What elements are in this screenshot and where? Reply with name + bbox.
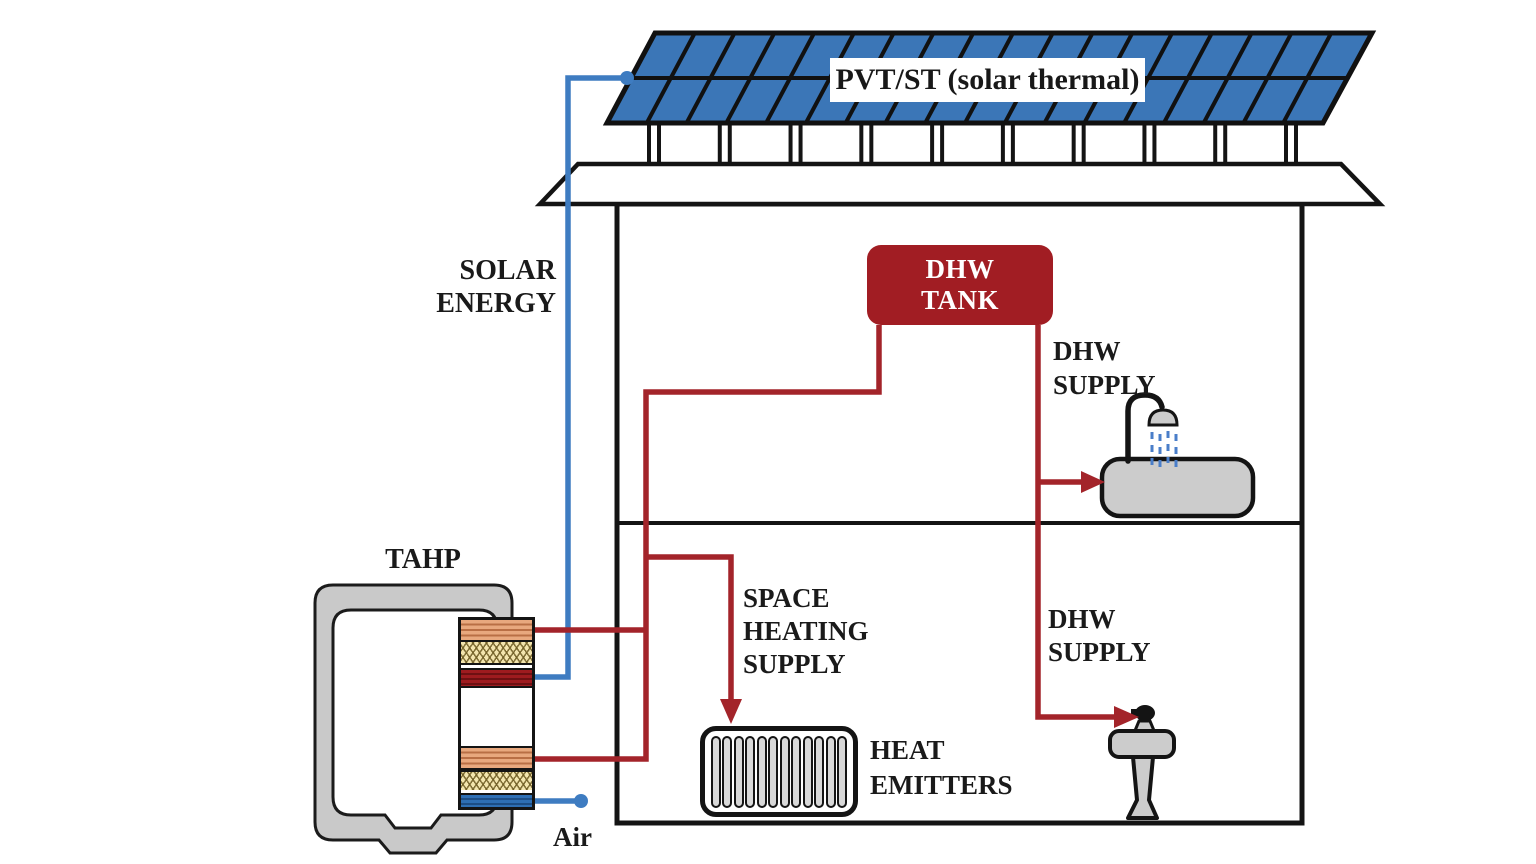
radiator-bar [756,735,767,808]
radiator-bar [710,735,721,808]
pipe-node-solar [620,71,634,85]
solar-array-label: PVT/ST (solar thermal) [830,58,1145,102]
space-heating-supply-label: SPACE HEATING SUPPLY [743,583,869,679]
pipe-tahp-to-dhw-tank [533,325,882,762]
arrow-to-sink [1114,706,1139,728]
tahp-warm-heat-exchanger [461,746,532,770]
tahp-stack [458,617,535,810]
radiator-bar [837,735,848,808]
radiator-bar [814,735,825,808]
bathtub-icon [1099,456,1256,519]
pipe-solar-energy [533,75,627,680]
tahp-label: TAHP [385,544,461,575]
solar-energy-label: SOLAR ENERGY [436,255,556,319]
radiator-bar [768,735,779,808]
heat-emitter-radiator-icon [700,726,858,817]
shower-icon [1125,392,1179,464]
radiator-bar [722,735,733,808]
radiator-bar [745,735,756,808]
pipe-node-air [574,794,588,808]
panel-supports [647,121,1298,166]
radiator-bar [791,735,802,808]
tahp-cold-heat-exchanger [461,793,532,807]
sink-icon [1108,705,1176,820]
arrow-to-bathtub [1081,471,1105,493]
tahp-solar-heat-exchanger [461,668,532,688]
dhw-tank-label-line2: TANK [920,285,999,315]
heat-emitters-label: HEAT EMITTERS [870,735,1013,800]
pipe-dhw-supply-main [1035,325,1114,720]
dhw-tank: DHW TANK [867,245,1053,325]
roof [534,161,1386,207]
solar-array-label-text: PVT/ST (solar thermal) [835,63,1140,96]
tahp-regenerator-top [461,642,532,665]
dhw-tank-label-line1: DHW [925,254,995,284]
dhw-supply-upper-label: DHW SUPPLY [1053,336,1156,400]
tahp-regenerator-bottom [461,770,532,790]
arrow-to-heat-emitters [720,699,742,724]
air-label: Air [553,822,592,852]
radiator-bar [802,735,813,808]
radiator-bar [825,735,836,808]
pipe-space-heating [646,554,734,700]
dhw-supply-lower-label: DHW SUPPLY [1048,604,1151,667]
radiator-bar [779,735,790,808]
radiator-bar [733,735,744,808]
tahp-hot-heat-exchanger [461,620,532,642]
shower-water-drops-icon [1150,431,1178,472]
